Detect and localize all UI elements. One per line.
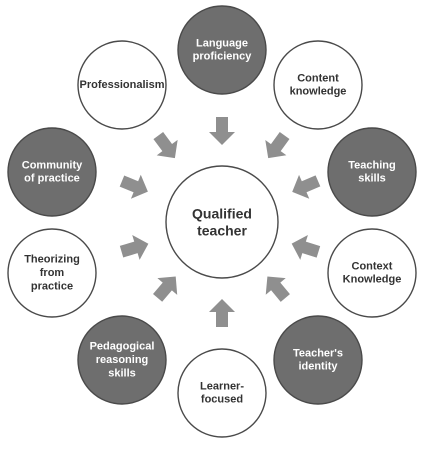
node-language-proficiency: Language proficiency: [177, 5, 267, 95]
node-circle: [273, 315, 363, 405]
node-circle: [7, 228, 97, 318]
node-professionalism-label-line: Professionalism: [80, 79, 165, 91]
node-pedagogical-reasoning-skills-label-line: reasoning: [96, 354, 149, 366]
node-theorizing-from-practice-label-line: Theorizing: [24, 254, 80, 266]
node-circle: [177, 348, 267, 438]
node-circle: [327, 228, 417, 318]
node-content-knowledge-label-line: knowledge: [290, 86, 347, 98]
arrow-icon: [291, 234, 321, 260]
node-language-proficiency-label-line: proficiency: [193, 51, 253, 63]
arrow-icon: [265, 131, 290, 159]
node-language-proficiency-label-line: Language: [196, 37, 248, 49]
node-context-knowledge-label-line: Context: [352, 260, 393, 272]
node-teaching-skills-label-line: Teaching: [348, 159, 395, 171]
node-pedagogical-reasoning-skills-label-line: Pedagogical: [90, 341, 155, 353]
node-circle: [273, 40, 363, 130]
node-professionalism: Professionalism: [77, 40, 167, 130]
node-teachers-identity-label-line: Teacher's: [293, 347, 343, 359]
node-community-of-practice: Community of practice: [7, 127, 97, 217]
node-teaching-skills: Teaching skills: [327, 127, 417, 217]
node-content-knowledge: Content knowledge: [273, 40, 363, 130]
node-circle: [77, 40, 167, 130]
node-teachers-identity: Teacher's identity: [273, 315, 363, 405]
arrow-icon: [292, 174, 321, 199]
arrow-icon: [153, 276, 178, 302]
node-learner-focused-label-line: focused: [201, 394, 243, 406]
node-circle: [177, 5, 267, 95]
node-circle: [327, 127, 417, 217]
node-learner-focused: Learner-focused: [177, 348, 267, 438]
center-node-label-line: Qualified: [192, 206, 252, 222]
node-community-of-practice-label-line: Community: [22, 159, 83, 171]
node-learner-focused-label-line: Learner-: [200, 380, 244, 392]
node-circle: [7, 127, 97, 217]
arrow-icon: [153, 131, 178, 159]
center-node-label-line: teacher: [197, 223, 247, 239]
center-circle: [165, 165, 279, 279]
node-context-knowledge-label-line: Knowledge: [343, 274, 402, 286]
node-pedagogical-reasoning-skills-label-line: skills: [108, 367, 136, 379]
node-theorizing-from-practice-label-line: practice: [31, 280, 73, 292]
arrow-icon: [119, 234, 149, 260]
node-theorizing-from-practice-label-line: from: [40, 267, 65, 279]
node-community-of-practice-label-line: of practice: [24, 173, 80, 185]
node-teaching-skills-label-line: skills: [358, 173, 386, 185]
node-content-knowledge-label-line: Content: [297, 72, 339, 84]
node-teachers-identity-label-line: identity: [298, 361, 338, 373]
arrow-icon: [119, 174, 148, 199]
arrow-icon: [265, 276, 290, 302]
arrow-icon: [209, 117, 235, 145]
node-circle: [77, 315, 167, 405]
arrow-icon: [209, 299, 235, 327]
